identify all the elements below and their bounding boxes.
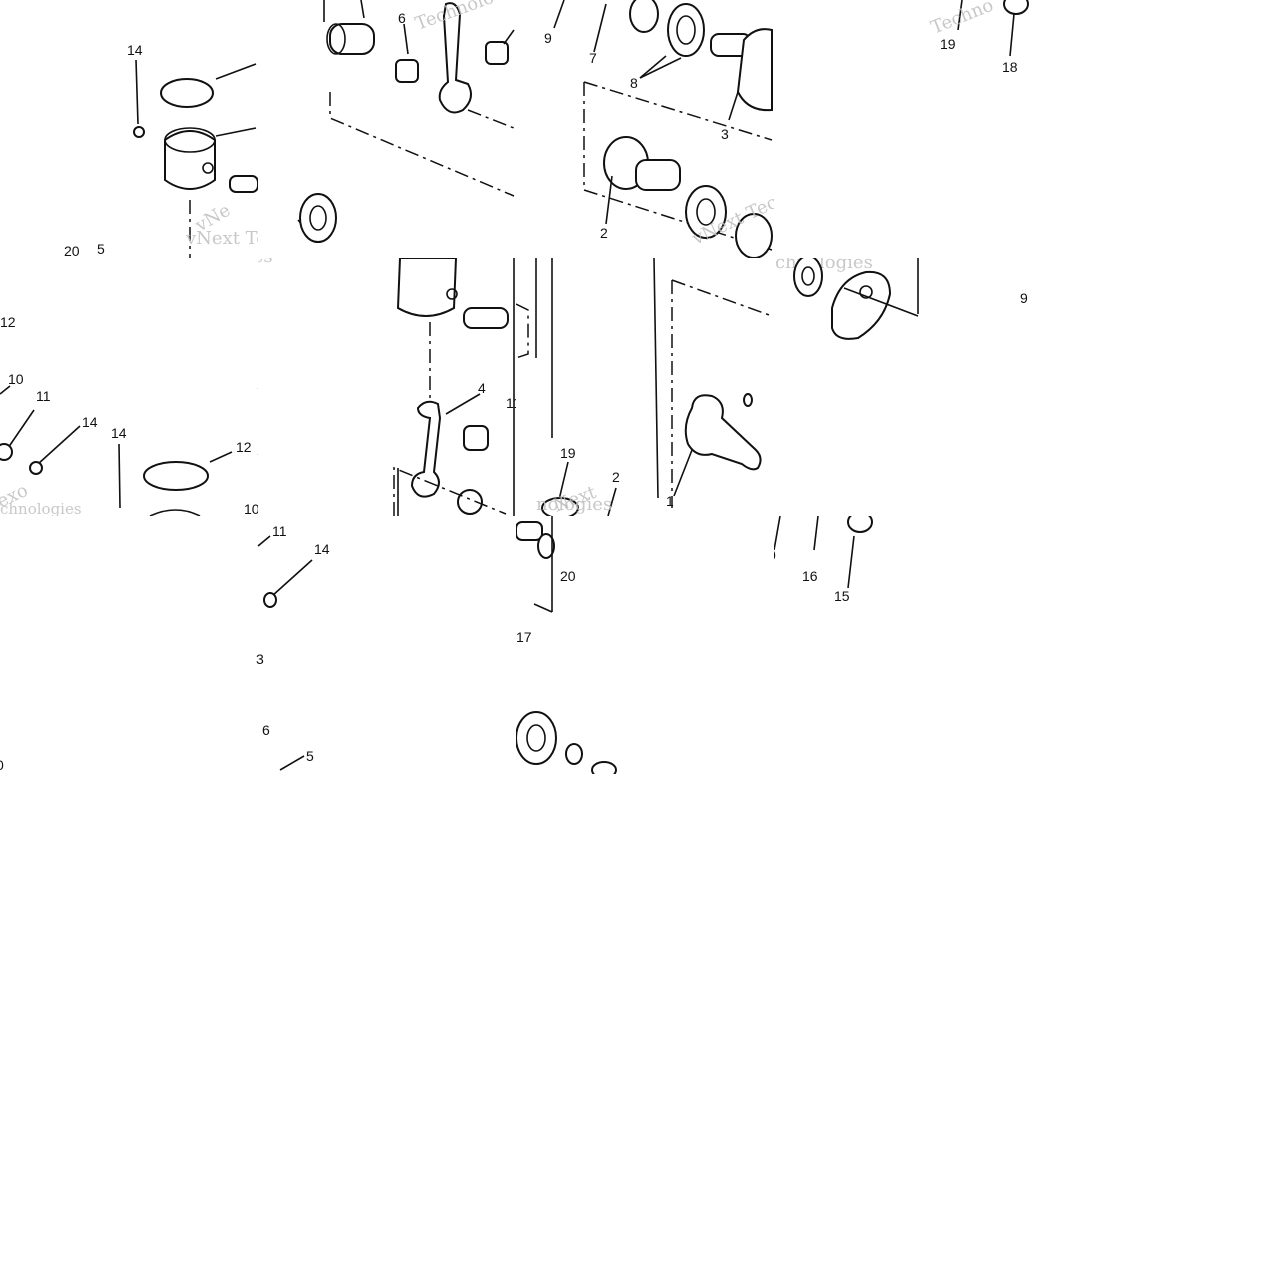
crank-pin-part bbox=[329, 23, 375, 55]
tile-lower-right: 0 16 15 bbox=[774, 516, 1032, 774]
needle-bearing-part bbox=[395, 59, 419, 83]
bearing-part bbox=[793, 258, 823, 297]
piston-pin-part bbox=[463, 307, 509, 329]
needle-bearing-part bbox=[463, 425, 489, 451]
callout-0: 0 bbox=[774, 547, 776, 563]
callout-3: 3 bbox=[256, 651, 264, 667]
tile-crankshaft-upper: 9 7 8 3 2 vNext Tec bbox=[516, 0, 774, 258]
shaft-part bbox=[516, 521, 543, 541]
callout-2: 2 bbox=[612, 469, 620, 485]
circlip-part bbox=[29, 461, 43, 475]
bearing-part bbox=[667, 3, 705, 57]
nut-part bbox=[847, 516, 873, 533]
crank-web-part bbox=[736, 28, 773, 112]
callout-11: 11 bbox=[36, 388, 51, 404]
callout-4: 4 bbox=[478, 380, 486, 396]
callout-17: 17 bbox=[516, 629, 532, 645]
tile-lower-left: 11 14 3 6 5 0 bbox=[0, 516, 516, 774]
circlip-part bbox=[263, 592, 277, 608]
small-end-bearing-part bbox=[485, 41, 509, 65]
tile-piston-upper-left: 14 20 5 vNext Tec vNe bbox=[0, 0, 258, 258]
callout-14: 14 bbox=[314, 541, 330, 557]
callout-11: 11 bbox=[506, 395, 516, 411]
callout-20: 20 bbox=[560, 568, 576, 584]
callout-15: 15 bbox=[834, 588, 850, 604]
piston-part bbox=[164, 130, 216, 190]
callout-10: 10 bbox=[8, 371, 24, 387]
callout-3: 3 bbox=[721, 126, 729, 142]
callout-19: 19 bbox=[560, 445, 576, 461]
watermark-text: nologies bbox=[536, 494, 612, 515]
callout-5: 5 bbox=[97, 241, 105, 257]
piston-ring-part bbox=[143, 461, 209, 491]
washer-part bbox=[457, 489, 483, 515]
callout-2: 2 bbox=[600, 225, 608, 241]
callout-6: 6 bbox=[262, 722, 270, 738]
callout-20: 20 bbox=[64, 243, 80, 258]
bearing-part bbox=[516, 711, 557, 765]
callout-9: 9 bbox=[544, 30, 552, 46]
watermark-text: ologies bbox=[258, 258, 273, 267]
tile-con-rod-upper: 6 13 Technolo bbox=[258, 0, 516, 258]
watermark-text: vNext Tec bbox=[185, 228, 258, 249]
callout-19: 19 bbox=[940, 36, 956, 52]
callout-14: 14 bbox=[127, 42, 143, 58]
callout-1: 1 bbox=[666, 493, 674, 509]
piston-part bbox=[396, 258, 458, 317]
callout-8: 8 bbox=[630, 75, 638, 91]
seal-part bbox=[537, 533, 555, 559]
callout-10: 10 bbox=[244, 501, 258, 516]
crankshaft-half-part bbox=[684, 394, 762, 471]
pin-part bbox=[0, 443, 13, 461]
bearing-part bbox=[685, 185, 727, 239]
callout-14: 14 bbox=[111, 425, 127, 441]
callout-14: 14 bbox=[82, 414, 98, 430]
callout-0: 0 bbox=[0, 757, 4, 773]
callout-16: 16 bbox=[802, 568, 818, 584]
callout-6: 6 bbox=[398, 10, 406, 26]
key-part bbox=[743, 393, 753, 407]
callout-18: 18 bbox=[1002, 59, 1018, 75]
piston-ring-part bbox=[160, 78, 214, 108]
seal-part bbox=[541, 497, 579, 516]
callout-12: 12 bbox=[236, 439, 252, 455]
gear-part bbox=[735, 213, 773, 258]
tile-crank-middle: 19 2 1 Next nologies bbox=[516, 258, 774, 516]
crank-stub-part bbox=[635, 159, 681, 191]
callout-9: 9 bbox=[1020, 290, 1028, 306]
piston-pin-part bbox=[229, 175, 258, 193]
tile-right-middle: vNext Technologies 9 bbox=[774, 258, 1032, 516]
crank-web-part bbox=[831, 270, 892, 340]
gear-part bbox=[591, 761, 617, 774]
connecting-rod-part bbox=[410, 400, 442, 498]
tile-left-middle: 12 10 11 14 14 12 10 Texo chnologies bbox=[0, 258, 258, 516]
connecting-rod-part bbox=[438, 2, 473, 114]
watermark-text: vNext Technologies bbox=[774, 258, 873, 273]
seal-part bbox=[1003, 0, 1029, 15]
tile-lower-center: 20 17 bbox=[516, 516, 774, 774]
snap-ring-part bbox=[565, 743, 583, 765]
watermark-text: chnologies bbox=[0, 500, 82, 516]
callout-12: 12 bbox=[0, 314, 16, 330]
watermark-text: Techno bbox=[928, 0, 996, 39]
main-bearing-part bbox=[299, 193, 337, 243]
tile-upper-right: 19 18 Techno bbox=[774, 0, 1032, 258]
snap-ring-part bbox=[629, 0, 659, 33]
callout-7: 7 bbox=[589, 50, 597, 66]
callout-5: 5 bbox=[306, 748, 314, 764]
circlip-part bbox=[133, 126, 145, 138]
tile-center-middle: ologies 4 11 bbox=[258, 258, 516, 516]
callout-11: 11 bbox=[272, 523, 287, 539]
